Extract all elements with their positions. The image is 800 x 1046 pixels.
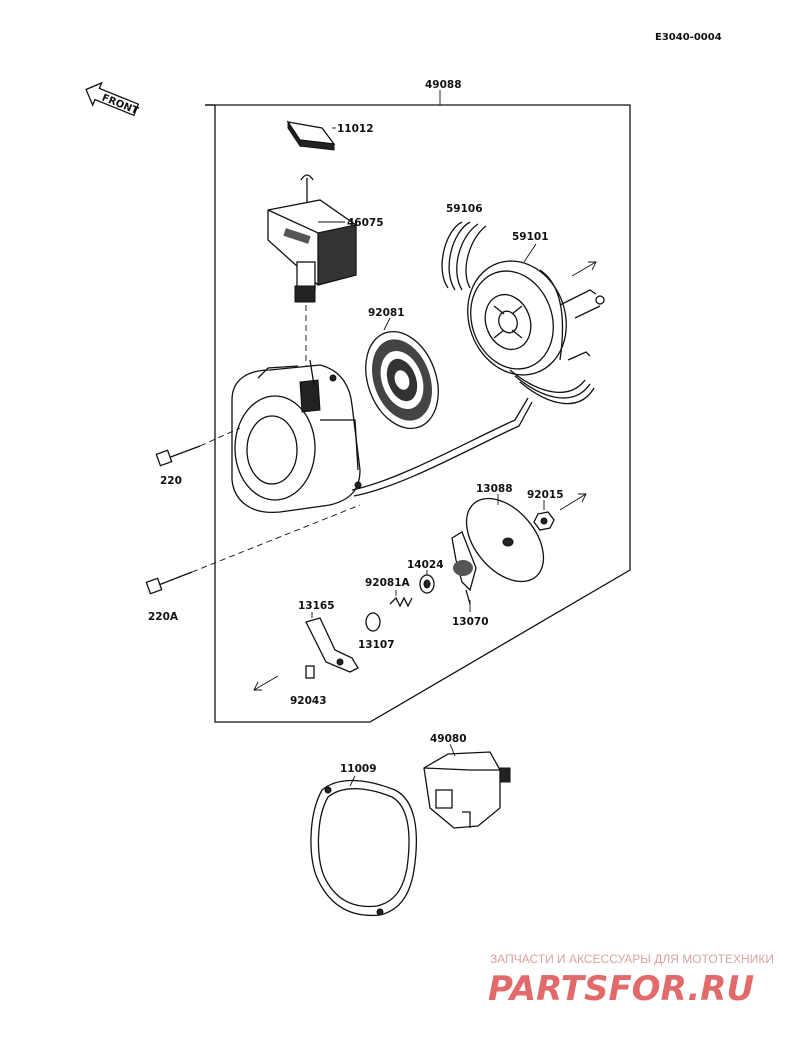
label-14024: 14024 [407,559,444,571]
part-14024-washer [419,574,435,594]
label-92015: 92015 [527,489,564,501]
label-49088: 49088 [425,79,462,91]
part-220a-bolt [145,504,361,595]
watermark-brand: PARTSFOR.RU [488,969,754,1009]
label-13165: 13165 [298,600,335,612]
label-59106: 59106 [446,203,483,215]
label-13107: 13107 [358,639,395,651]
assembly-frame [205,90,631,723]
label-92081a: 92081A [365,577,411,589]
label-49080: 49080 [430,733,467,745]
watermark-tagline: ЗАПЧАСТИ И АКСЕССУАРЫ ДЛЯ МОТОТЕХНИКИ [490,952,774,966]
part-92043-pin [305,665,315,679]
label-220a: 220A [148,611,179,623]
part-92015-nut [533,511,555,531]
diagram-id: E3040-0004 [655,32,722,43]
front-arrow-icon: FRONT [85,81,140,117]
label-11009: 11009 [340,763,377,775]
label-92081: 92081 [368,307,405,319]
label-13088: 13088 [476,483,513,495]
part-220-bolt [155,427,241,467]
part-46075-handle [267,174,357,303]
part-housing [231,359,362,514]
part-11009-gasket [310,779,417,917]
part-11012 [286,120,336,151]
part-59106-rope [441,221,487,291]
part-92081a-spring [389,596,413,608]
part-13107-collar [365,612,381,632]
label-220: 220 [160,475,182,487]
label-13070: 13070 [452,616,489,628]
label-59101: 59101 [512,231,549,243]
label-46075: 46075 [347,217,384,229]
part-49080-cup [423,751,511,829]
part-13165-plate [305,617,359,673]
part-13070-ratchet [451,531,477,605]
label-92043: 92043 [290,695,327,707]
part-59101-pulley [467,260,605,376]
part-92081-spring [365,330,439,430]
part-13088-plate [465,497,545,583]
label-11012: 11012 [337,123,374,135]
